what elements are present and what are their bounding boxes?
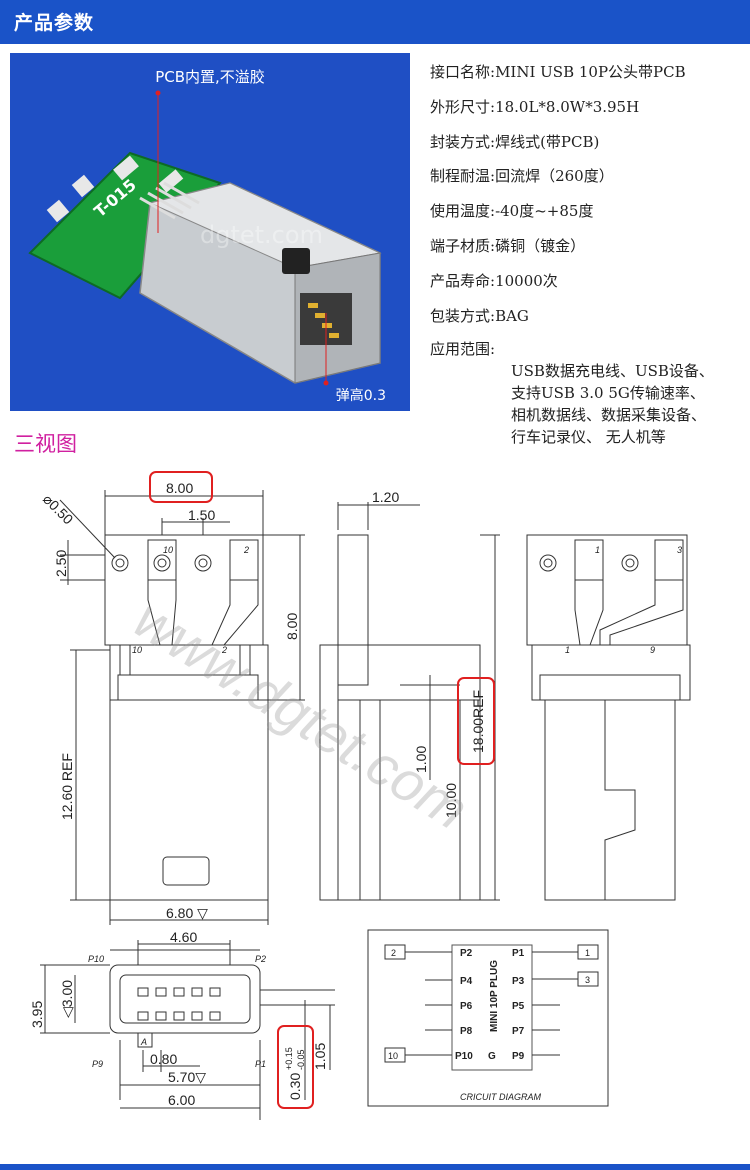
pin-label-p2: P2	[255, 954, 266, 964]
dim-2-50: 2.50	[53, 550, 69, 577]
pin-label-2: 2	[221, 645, 227, 655]
spec-row: 外形尺寸:18.0L*8.0W*3.95H	[430, 95, 748, 130]
footer-bar	[0, 1164, 750, 1170]
header-bar: 产品参数	[0, 0, 750, 44]
dim-1-05: 1.05	[312, 1043, 328, 1070]
dim-6-00: 6.00	[168, 1092, 195, 1108]
spec-row: 封装方式:焊线式(带PCB)	[430, 130, 748, 165]
spec-label: 端子材质:	[430, 236, 496, 255]
spec-value: 磷铜（镀金）	[495, 236, 586, 255]
dim-8-00-vertical: 8.00	[284, 613, 300, 640]
photo-watermark: dgtet.com	[200, 221, 323, 249]
pin-label-9: 9	[650, 645, 655, 655]
dim-10-00: 10.00	[443, 783, 459, 818]
spec-value: 10000次	[495, 271, 558, 290]
pin-label-p10: P10	[88, 954, 104, 964]
circuit-box-right-top: 1	[585, 948, 590, 958]
dim-0-30-tol-plus: +0.15	[284, 1047, 294, 1070]
pin-label-10: 10	[132, 645, 142, 655]
circuit-pin-p2: P2	[460, 948, 473, 959]
dim-0-80: 0.80	[150, 1051, 177, 1067]
pin-label-p1: P1	[255, 1059, 266, 1069]
spec-list: 接口名称:MINI USB 10P公头带PCB 外形尺寸:18.0L*8.0W*…	[430, 60, 748, 448]
circuit-box-right-mid: 3	[585, 975, 590, 985]
section-title: 三视图	[14, 432, 77, 456]
circuit-pin-p10: P10	[455, 1051, 473, 1062]
pin-label-3-top: 3	[677, 545, 682, 555]
photo-bottom-label: 弹高0.3	[335, 388, 386, 404]
pin-label-10-top: 10	[163, 545, 173, 555]
spec-value: 18.0L*8.0W*3.95H	[495, 97, 640, 116]
dim-5-70: 5.70▽	[168, 1069, 206, 1085]
spec-row: 端子材质:磷铜（镀金）	[430, 234, 748, 269]
spec-value: BAG	[495, 306, 529, 325]
connector-illustration: T-015 dgtet.com	[28, 90, 382, 386]
circuit-pin-p6: P6	[460, 1001, 473, 1012]
spec-row: 包装方式:BAG	[430, 304, 748, 339]
circuit-pin-p9: P9	[512, 1051, 525, 1062]
spec-row: 接口名称:MINI USB 10P公头带PCB	[430, 60, 748, 95]
dim-18-00-ref: 18.00REF	[470, 690, 486, 753]
spec-label: 封装方式:	[430, 132, 496, 151]
product-photo: T-015 dgtet.com PCB内置,不溢胶 弹高0.3	[10, 53, 410, 411]
dim-4-60: 4.60	[170, 929, 197, 945]
dim-0-30: 0.30	[287, 1073, 303, 1100]
spec-label: 包装方式:	[430, 306, 496, 325]
circuit-box-left-bottom: 10	[388, 1051, 398, 1061]
spec-value: MINI USB 10P公头带PCB	[495, 63, 686, 81]
spec-value: 焊线式(带PCB)	[495, 132, 600, 151]
spec-label: 外形尺寸:	[430, 97, 496, 116]
circuit-pin-p3: P3	[512, 976, 525, 987]
mark-a: A	[140, 1037, 147, 1047]
dim-1-00: 1.00	[413, 746, 429, 773]
circuit-pin-p8: P8	[460, 1026, 473, 1037]
dim-1-50: 1.50	[188, 507, 215, 523]
dim-3-95: 3.95	[29, 1001, 45, 1028]
spec-row: 使用温度:-40度~+85度	[430, 199, 748, 234]
dim-0-50: ⌀0.50	[40, 491, 77, 528]
spec-application: 应用范围: USB数据充电线、USB设备、 支持USB 3.0 5G传输速率、 相…	[430, 338, 748, 448]
spec-row: 产品寿命:10000次	[430, 269, 748, 304]
spec-row: 制程耐温:回流焊（260度）	[430, 164, 748, 199]
spec-label: 产品寿命:	[430, 271, 496, 290]
pin-label-p9: P9	[92, 1059, 103, 1069]
circuit-title: CRICUIT DIAGRAM	[460, 1092, 542, 1102]
circuit-pin-p4: P4	[460, 976, 473, 987]
spec-value: 相机数据线、数据采集设备、	[511, 406, 707, 425]
dim-3-00: ◁3.00	[59, 980, 75, 1018]
spec-label: 接口名称:	[430, 63, 496, 81]
circuit-pin-p5: P5	[512, 1001, 525, 1012]
dim-8-00: 8.00	[166, 480, 193, 496]
spec-value: 行车记录仪、 无人机等	[511, 428, 666, 447]
circuit-pin-g: G	[488, 1051, 496, 1062]
spec-label: 制程耐温:	[430, 167, 496, 186]
spec-label: 应用范围:	[430, 340, 496, 359]
spec-value: 支持USB 3.0 5G传输速率、	[511, 384, 705, 403]
circuit-box-left-top: 2	[391, 948, 396, 958]
circuit-center-label: MINI 10P PLUG	[489, 960, 500, 1032]
dim-6-80: 6.80 ▽	[166, 905, 208, 921]
spec-value: -40度~+85度	[495, 202, 594, 221]
pin-label-1-top: 1	[595, 545, 600, 555]
dim-1-20: 1.20	[372, 489, 399, 505]
pin-label-2-top: 2	[243, 545, 249, 555]
pin-label-1: 1	[565, 645, 570, 655]
technical-drawing: 8.00 1.50 ⌀0.50 2.50 8.00 1.20 18.00REF …	[29, 471, 691, 1120]
circuit-pin-p1: P1	[512, 948, 525, 959]
dim-0-30-tol-minus: -0.05	[296, 1049, 306, 1070]
photo-top-label: PCB内置,不溢胶	[155, 68, 265, 86]
drawing-watermark: www.dgtet.com	[124, 587, 479, 842]
circuit-pin-p7: P7	[512, 1026, 525, 1037]
header-title: 产品参数	[14, 12, 95, 34]
spec-label: 使用温度:	[430, 202, 496, 221]
dim-12-60-ref: 12.60 REF	[59, 753, 75, 820]
spec-value: USB数据充电线、USB设备、	[511, 362, 714, 381]
spec-value: 回流焊（260度）	[495, 167, 614, 186]
